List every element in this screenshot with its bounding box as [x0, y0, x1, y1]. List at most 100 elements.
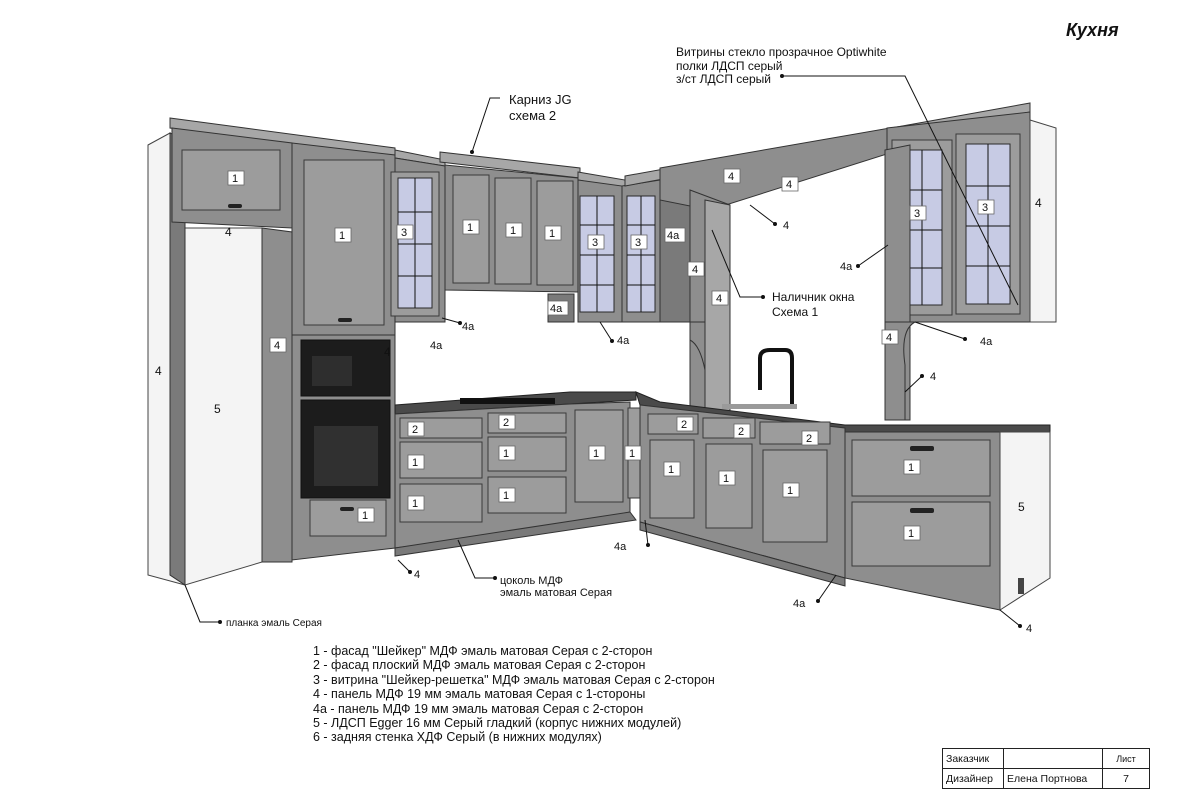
customer-label: Заказчик: [942, 748, 1004, 769]
svg-text:2: 2: [681, 419, 687, 431]
leader-vitrines: [782, 75, 1019, 306]
svg-text:1: 1: [510, 225, 516, 237]
svg-text:1: 1: [787, 485, 793, 497]
callout-vitrines-1: Витрины стекло прозрачное Optiwhite: [676, 45, 887, 59]
svg-text:2: 2: [412, 424, 418, 436]
legend-item: 5 - ЛДСП Egger 16 мм Серый гладкий (корп…: [313, 716, 682, 731]
svg-text:4: 4: [786, 179, 792, 191]
svg-text:4а: 4а: [614, 541, 627, 553]
svg-text:1: 1: [908, 528, 914, 540]
leader-planka: [184, 584, 220, 623]
callout-karniz-2: схема 2: [509, 108, 556, 123]
svg-text:3: 3: [914, 208, 920, 220]
svg-text:4: 4: [783, 220, 789, 232]
svg-text:1: 1: [908, 462, 914, 474]
handle: [338, 318, 352, 322]
svg-text:4: 4: [155, 364, 162, 378]
svg-text:4: 4: [384, 345, 391, 359]
title-block: Заказчик Лист Дизайнер Елена Портнова 7: [942, 748, 1150, 789]
handle: [340, 507, 354, 511]
svg-text:2: 2: [503, 417, 509, 429]
svg-text:4: 4: [692, 264, 698, 276]
callout-karniz-1: Карниз JG: [509, 92, 572, 107]
designer-label: Дизайнер: [942, 768, 1004, 789]
svg-text:1: 1: [723, 473, 729, 485]
svg-text:1: 1: [503, 490, 509, 502]
legend-item: 3 - витрина "Шейкер-решетка" МДФ эмаль м…: [313, 672, 715, 687]
svg-text:4а: 4а: [840, 261, 853, 273]
svg-text:4а: 4а: [430, 340, 443, 352]
svg-text:4: 4: [930, 371, 936, 383]
callout-vitrines-2: полки ЛДСП серый: [676, 59, 783, 73]
svg-text:4а: 4а: [667, 230, 680, 242]
mark-boxes: 1 1 3 1 1 1 3 3 4а 4а 4 4 4 4 3 3 4 4 2 …: [227, 168, 995, 541]
designer-value: Елена Портнова: [1003, 768, 1103, 789]
svg-text:4: 4: [1035, 196, 1042, 210]
plinth-corner: [639, 521, 846, 587]
leader-nalichnik: [711, 229, 763, 298]
svg-text:3: 3: [401, 227, 407, 239]
leader-tsokol: [457, 539, 495, 579]
svg-text:1: 1: [362, 510, 368, 522]
svg-text:3: 3: [982, 202, 988, 214]
svg-text:1: 1: [232, 173, 238, 185]
handle: [910, 508, 934, 513]
sheet-label: Лист: [1102, 748, 1150, 769]
legend-item: 1 - фасад "Шейкер" МДФ эмаль матовая Сер…: [313, 644, 653, 658]
svg-text:3: 3: [592, 237, 598, 249]
svg-text:1: 1: [549, 228, 555, 240]
svg-text:2: 2: [738, 426, 744, 438]
svg-text:4а: 4а: [793, 598, 806, 610]
handle: [910, 446, 934, 451]
svg-text:1: 1: [503, 448, 509, 460]
svg-text:5: 5: [214, 402, 221, 416]
svg-text:4а: 4а: [617, 335, 630, 347]
svg-text:1: 1: [593, 448, 599, 460]
svg-text:4а: 4а: [550, 303, 563, 315]
legend-item: 6 - задняя стенка ХДФ Серый (в нижних мо…: [313, 730, 602, 745]
plinth-left: [394, 511, 637, 557]
door-1: [649, 439, 695, 519]
microwave-window: [312, 356, 352, 386]
callout-nalichnik-1: Наличник окна: [772, 290, 855, 304]
window-bracket-left: [689, 321, 706, 371]
oven-column-drawer: [309, 499, 387, 537]
svg-text:1: 1: [668, 464, 674, 476]
svg-text:4а: 4а: [980, 336, 993, 348]
callout-planka: планка эмаль Серая: [226, 618, 322, 629]
svg-text:3: 3: [635, 237, 641, 249]
svg-text:4: 4: [886, 332, 892, 344]
faucet: [758, 348, 794, 405]
right-upper-side: [1029, 119, 1057, 323]
legend-item: 2 - фасад плоский МДФ эмаль матовая Сера…: [313, 658, 646, 673]
door-1: [705, 443, 753, 529]
plain-marks: 4 5 4 4 4 5 4 4а 4 4а 4 4а 4а 4 4а 4а 4а: [155, 196, 1042, 635]
svg-text:2: 2: [806, 433, 812, 445]
svg-text:4: 4: [1026, 623, 1032, 635]
svg-text:4а: 4а: [462, 321, 475, 333]
tall-cabinet-front: [303, 159, 385, 326]
svg-text:4: 4: [414, 569, 420, 581]
sink-cut: [722, 404, 797, 409]
callout-tsokol-2: эмаль матовая Серая: [500, 587, 612, 599]
svg-text:4: 4: [728, 171, 734, 183]
legend-item: 4а - панель МДФ 19 мм эмаль матовая Сера…: [313, 701, 644, 716]
oven-window: [314, 426, 378, 486]
svg-text:1: 1: [412, 498, 418, 510]
leader-karniz: [471, 97, 500, 153]
drawing-title: Кухня: [1066, 20, 1119, 40]
callout-vitrines-3: з/ст ЛДСП серый: [676, 72, 771, 86]
fridge-niche: [184, 227, 263, 586]
window-bracket-right: [884, 321, 916, 421]
svg-text:5: 5: [1018, 500, 1025, 514]
callout-tsokol-1: цоколь МДФ: [500, 575, 563, 587]
drawer-1: [487, 476, 567, 514]
legend-item: 4 - панель МДФ 19 мм эмаль матовая Серая…: [313, 687, 646, 702]
svg-text:4: 4: [716, 293, 722, 305]
svg-text:4: 4: [274, 340, 280, 352]
window-left-pilaster: [704, 199, 731, 426]
window-header: [659, 127, 891, 211]
oven-column-side: [261, 227, 293, 563]
legend: 1 - фасад "Шейкер" МДФ эмаль матовая Сер…: [313, 644, 715, 745]
